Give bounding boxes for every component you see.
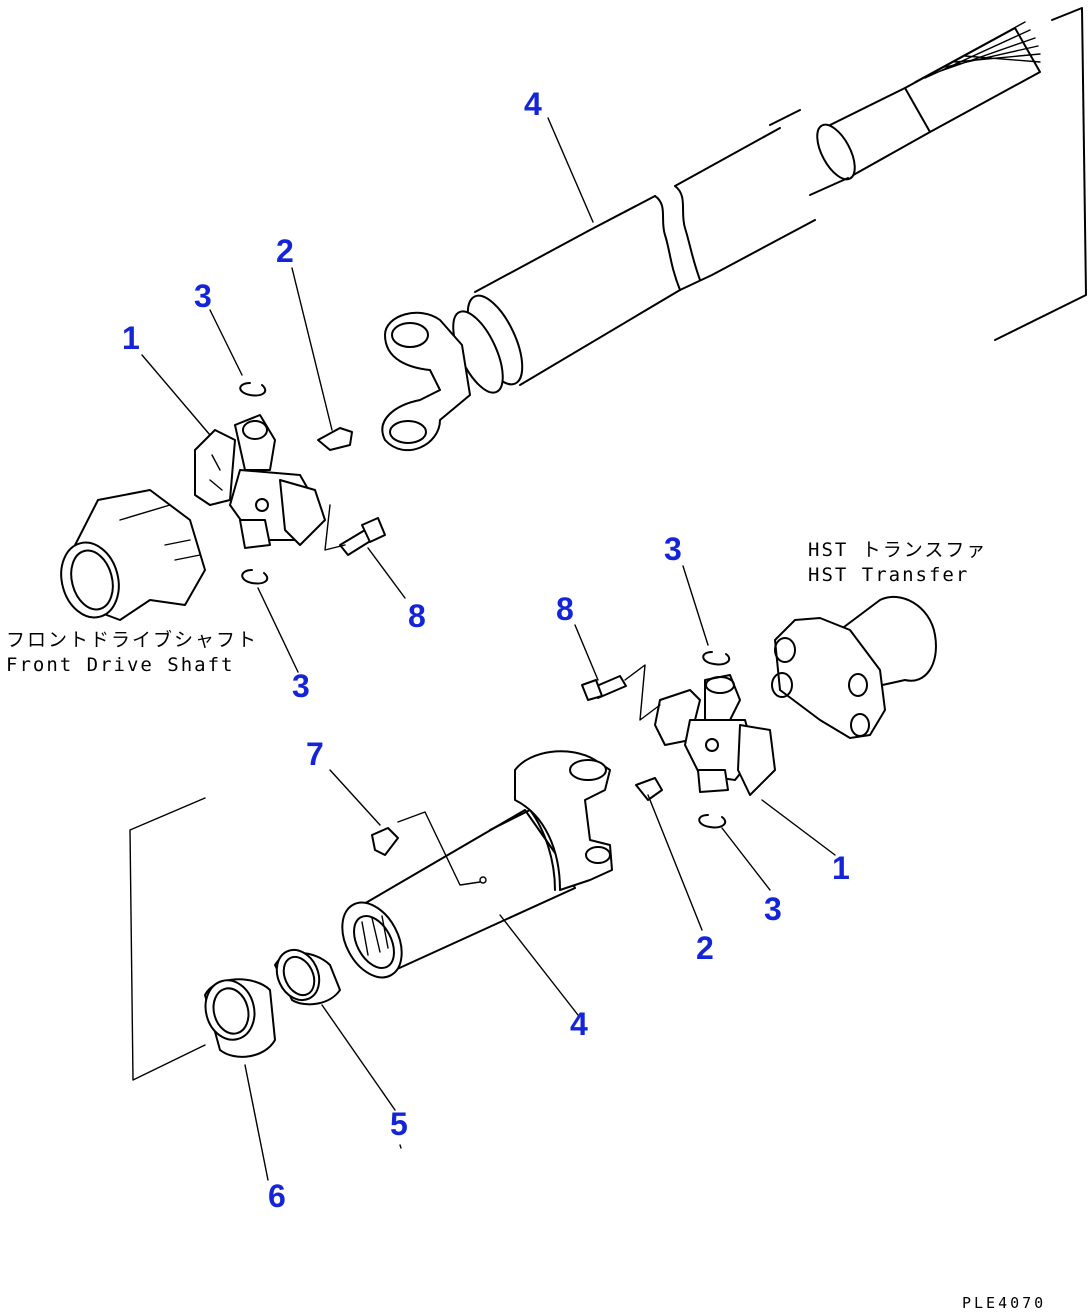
grease-fitting-right: [635, 777, 663, 801]
drawing-code: PLE4070: [962, 1294, 1047, 1312]
bolt-leader-right: [624, 664, 661, 721]
callout-1-top: 1: [122, 320, 140, 356]
drive-shaft-long: [381, 21, 1041, 452]
snap-ring-bottom-left: [241, 569, 269, 585]
slip-yoke-shaft: [341, 750, 613, 979]
bolt-right: [581, 675, 627, 701]
callout-4-top: 4: [524, 86, 542, 122]
fitting-leader: [397, 811, 481, 886]
callout-3-right-bottom: 3: [764, 891, 782, 927]
callout-8-left: 8: [408, 598, 426, 634]
caption-front-drive-shaft-en: Front Drive Shaft: [6, 654, 235, 676]
grease-fitting-left: [317, 427, 353, 451]
caption-hst-transfer-jp: HST トランスファ: [808, 539, 988, 561]
leader-lines: [141, 117, 836, 1181]
callout-2-bottom: 2: [696, 930, 714, 966]
callout-8-right: 8: [556, 591, 574, 627]
universal-joint-right: [654, 674, 776, 796]
callout-1-right: 1: [832, 850, 850, 886]
frame-edge: [994, 7, 1087, 341]
assembly-bracket: [129, 797, 206, 1081]
hst-transfer-flange: [771, 595, 937, 739]
callout-5: 5: [390, 1106, 408, 1142]
snap-ring-top-right: [702, 651, 731, 666]
grease-fitting-7: [371, 827, 399, 856]
bolt-leader: [324, 504, 346, 551]
callout-7: 7: [306, 736, 324, 772]
dust-cap: [204, 978, 276, 1058]
callout-3-top: 3: [194, 278, 212, 314]
callout-4-bottom: 4: [570, 1006, 588, 1042]
seal-ring: [274, 948, 341, 1006]
caption-front-drive-shaft-jp: フロントドライブシャフト: [6, 629, 259, 651]
bolt-left: [339, 517, 386, 556]
snap-ring-top-left: [239, 382, 267, 397]
callout-2-top: 2: [276, 233, 294, 269]
front-flange: [60, 489, 206, 621]
caption-hst-transfer-en: HST Transfer: [808, 564, 970, 586]
callout-3-mid: 3: [292, 668, 310, 704]
callout-3-right-top: 3: [664, 531, 682, 567]
snap-ring-bottom-right: [698, 814, 727, 829]
callout-6: 6: [268, 1178, 286, 1214]
universal-joint-left: [194, 414, 326, 549]
